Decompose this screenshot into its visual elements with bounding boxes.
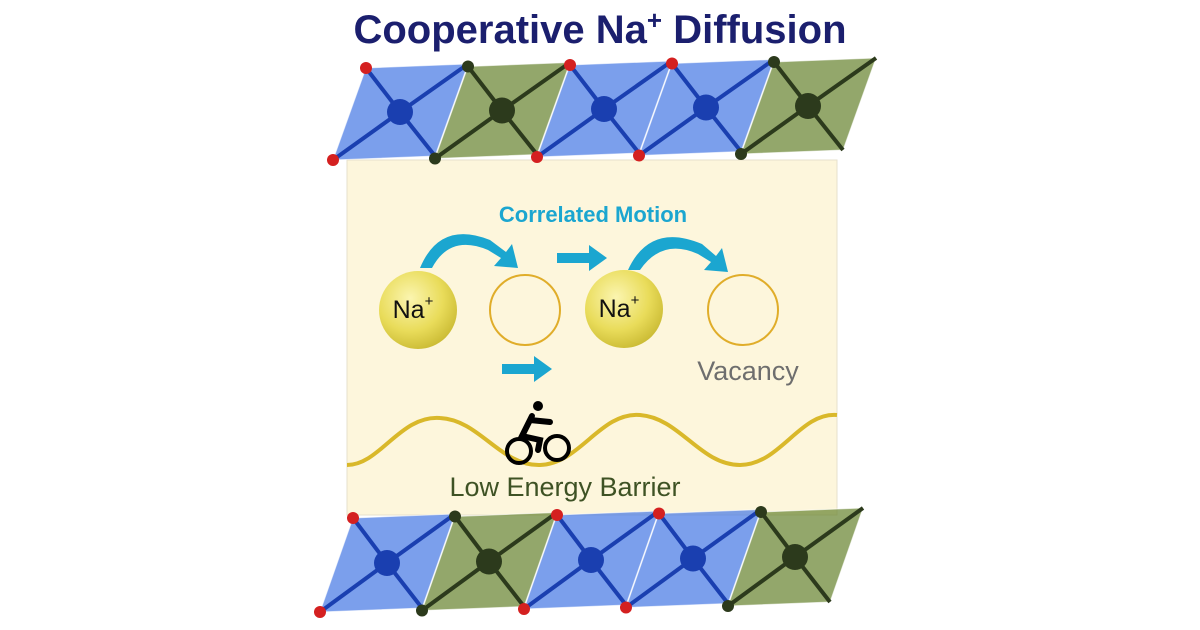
vertex-atom: [755, 506, 767, 518]
na-ion-2: Na+: [585, 270, 663, 348]
metal-atom: [578, 547, 604, 573]
na-ion-1: Na+: [379, 271, 457, 349]
vertex-atom: [551, 509, 563, 521]
vacancy-label: Vacancy: [697, 356, 799, 386]
metal-atom: [591, 96, 617, 122]
octahedron-blue: [531, 59, 674, 163]
metal-atom: [680, 545, 706, 572]
right-arrow-bottom: [502, 356, 552, 382]
correlated-motion-label: Correlated Motion: [499, 202, 687, 227]
vertex-atom: [564, 59, 576, 71]
octahedron-green: [722, 506, 865, 612]
svg-text:Na+: Na+: [393, 293, 434, 324]
metal-atom: [489, 97, 515, 124]
vertex-atom: [360, 62, 372, 74]
vertex-atom: [768, 56, 780, 68]
octahedron-blue: [633, 57, 776, 162]
cyclist-icon: [505, 401, 571, 465]
octahedron-blue: [518, 509, 661, 615]
vacancy-site-2: [707, 274, 779, 346]
vacancy-site-1: [489, 274, 561, 346]
vertex-atom: [735, 148, 747, 160]
top-octahedra-layer: [327, 56, 878, 166]
vertex-atom: [449, 510, 461, 523]
vertex-atom: [347, 512, 359, 524]
vertex-atom: [620, 601, 632, 614]
vertex-atom: [416, 604, 428, 617]
metal-atom: [374, 550, 400, 576]
metal-atom: [476, 548, 502, 575]
bottom-octahedra-layer: [314, 506, 865, 618]
vertex-atom: [653, 507, 665, 520]
metal-atom: [693, 94, 719, 121]
arrows: [420, 234, 728, 382]
vertex-atom: [518, 603, 530, 615]
octahedron-blue: [327, 62, 470, 166]
vertex-atom: [666, 57, 678, 70]
vertex-atom: [633, 149, 645, 162]
vertex-atom: [462, 60, 474, 73]
octahedron-green: [429, 60, 572, 165]
metal-atom: [387, 99, 413, 125]
octahedron-green: [416, 510, 559, 617]
vertex-atom: [429, 152, 441, 165]
svg-text:Na+: Na+: [599, 292, 640, 323]
low-energy-barrier-label: Low Energy Barrier: [449, 472, 680, 502]
metal-atom: [782, 544, 808, 570]
metal-atom: [795, 93, 821, 119]
energy-barrier-wave: [346, 412, 838, 468]
vertex-atom: [327, 154, 339, 166]
octahedron-green: [735, 56, 878, 160]
right-arrow-top: [557, 245, 607, 271]
vertex-atom: [531, 151, 543, 163]
vertex-atom: [722, 600, 734, 612]
octahedron-blue: [620, 507, 763, 614]
curved-arrow-2: [628, 237, 728, 272]
title: Cooperative Na+ Diffusion: [353, 5, 846, 52]
curved-arrow-1: [420, 234, 518, 268]
vertex-atom: [314, 606, 326, 618]
